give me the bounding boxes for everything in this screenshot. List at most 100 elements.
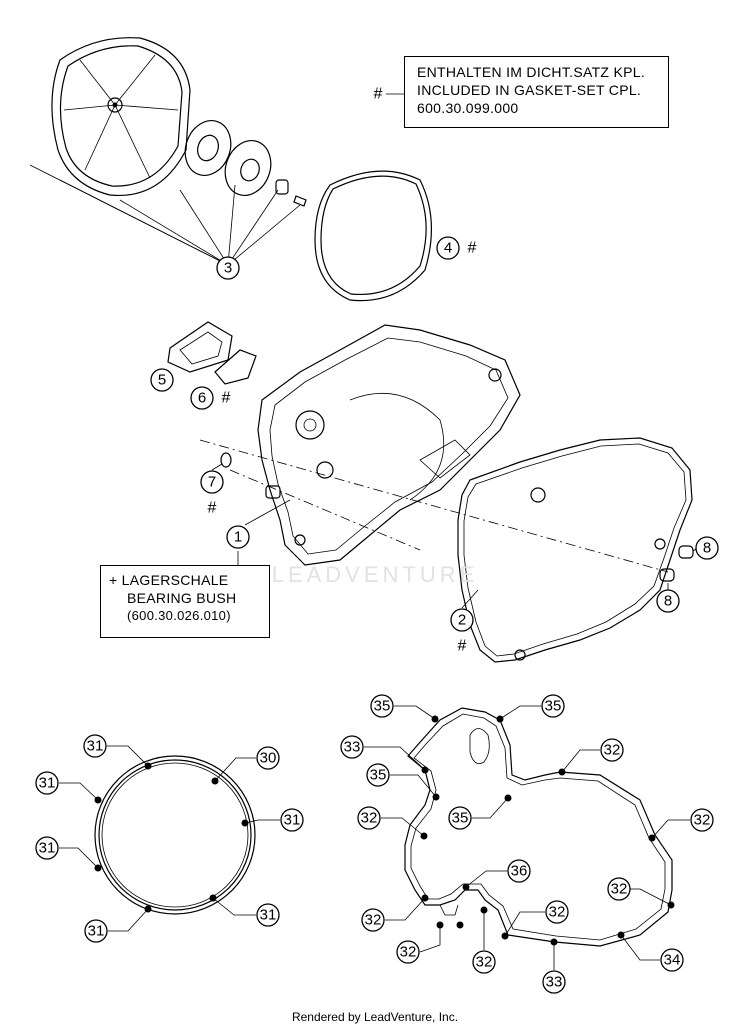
callout-3: 3 [216, 256, 240, 280]
ring-callout-1: 31 [83, 734, 107, 758]
svg-text:31: 31 [39, 775, 56, 792]
gasket-callout-15: 33 [542, 970, 566, 994]
svg-text:5: 5 [158, 372, 166, 389]
ring-callout-3: 31 [35, 771, 59, 795]
svg-text:35: 35 [370, 767, 387, 784]
svg-text:35: 35 [545, 698, 562, 715]
gasket-set-note: ENTHALTEN IM DICHT.SATZ KPL. INCLUDED IN… [404, 56, 669, 128]
svg-text:8: 8 [664, 593, 672, 610]
svg-text:31: 31 [260, 907, 277, 924]
bearing-bush-note: + LAGERSCHALE BEARING BUSH (600.30.026.0… [100, 565, 270, 638]
ring-callout-7: 31 [256, 903, 280, 927]
bush-note-line-2: BEARING BUSH [127, 590, 237, 606]
note-marker-hash: # [374, 86, 383, 103]
svg-text:2: 2 [458, 612, 466, 629]
svg-text:31: 31 [284, 812, 301, 829]
callout-4: 4 [436, 236, 460, 260]
svg-text:32: 32 [400, 944, 417, 961]
gasket-callout-12: 32 [607, 877, 631, 901]
callout-6: 6 [190, 386, 214, 410]
svg-text:3: 3 [224, 260, 232, 277]
large-gasket [404, 707, 675, 947]
inspection-cover [224, 140, 272, 196]
svg-text:31: 31 [88, 923, 105, 940]
water-pump-gasket [214, 349, 257, 385]
assembly-axis-2 [229, 469, 421, 551]
assembly-axis [199, 439, 669, 573]
water-pump-cover [167, 321, 233, 373]
hash-6: # [222, 390, 231, 407]
svg-text:31: 31 [87, 738, 104, 755]
gasket-callout-7: 32 [357, 806, 381, 830]
gasket-callout-14: 32 [472, 950, 496, 974]
cover-gasket [457, 437, 693, 663]
callout-8a: 8 [695, 536, 719, 560]
bush-note-line-3: (600.30.026.010) [127, 608, 231, 623]
gasket-callout-6: 35 [448, 806, 472, 830]
part1-leader [244, 499, 291, 526]
svg-text:32: 32 [611, 881, 628, 898]
ring-gasket [94, 755, 256, 915]
gasket-note-line-1: ENTHALTEN IM DICHT.SATZ KPL. [417, 64, 646, 80]
gasket-callout-5: 35 [366, 763, 390, 787]
gasket-callout-11: 32 [545, 900, 569, 924]
svg-text:34: 34 [664, 952, 681, 969]
hash-2: # [458, 638, 467, 655]
callout-5: 5 [150, 368, 174, 392]
ring-leaders [59, 745, 280, 932]
ring-callout-4: 31 [280, 808, 304, 832]
callout-8b: 8 [656, 589, 680, 613]
svg-text:33: 33 [344, 739, 361, 756]
dowel-pins [659, 545, 694, 582]
svg-text:6: 6 [198, 390, 206, 407]
outer-clutch-cover [51, 37, 191, 197]
hash-7: # [208, 500, 217, 517]
part7-leader [211, 463, 223, 471]
callout-7: 7 [200, 470, 224, 494]
gasket-callout-13: 32 [396, 940, 420, 964]
part2-leader [461, 589, 479, 609]
callout-1: 1 [226, 525, 250, 549]
gasket-callout-9: 36 [507, 859, 531, 883]
washer [220, 452, 232, 468]
gasket-callout-10: 32 [361, 908, 385, 932]
svg-text:32: 32 [365, 912, 382, 929]
svg-text:33: 33 [546, 974, 563, 991]
gasket-callout-1: 35 [370, 694, 394, 718]
watermark: LEADVENTURE [271, 562, 479, 587]
gasket-callout-3: 33 [340, 735, 364, 759]
bush-note-line-1: + LAGERSCHALE [109, 572, 229, 588]
svg-text:32: 32 [694, 812, 711, 829]
ring-callout-6: 31 [84, 919, 108, 943]
svg-text:4: 4 [444, 240, 452, 257]
hash-4: # [468, 240, 477, 257]
svg-text:1: 1 [234, 529, 242, 546]
svg-text:32: 32 [549, 904, 566, 921]
svg-text:8: 8 [703, 540, 711, 557]
cover-screw-parts [275, 179, 307, 207]
footer-credit: Rendered by LeadVenture, Inc. [291, 1010, 459, 1024]
inspection-cover-gasket [184, 120, 232, 176]
ignition-cover [257, 324, 521, 566]
svg-text:32: 32 [476, 954, 493, 971]
ring-callout-2: 30 [256, 746, 280, 770]
gasket-note-line-2: INCLUDED IN GASKET-SET CPL. [417, 82, 642, 98]
svg-text:32: 32 [604, 742, 621, 759]
gasket-note-line-3: 600.30.099.000 [417, 100, 519, 116]
svg-text:35: 35 [374, 698, 391, 715]
svg-text:32: 32 [361, 810, 378, 827]
gasket-callout-8: 32 [690, 808, 714, 832]
leader-lines-3 [29, 164, 301, 266]
svg-text:31: 31 [39, 840, 56, 857]
gasket-callout-2: 35 [541, 694, 565, 718]
o-ring [314, 170, 432, 302]
svg-text:30: 30 [260, 750, 277, 767]
gasket-callout-4: 32 [600, 738, 624, 762]
svg-text:35: 35 [452, 810, 469, 827]
callout-2: 2 [450, 608, 474, 632]
ring-callout-5: 31 [35, 836, 59, 860]
gasket-callout-16: 34 [660, 948, 684, 972]
svg-text:7: 7 [208, 474, 216, 491]
svg-text:36: 36 [511, 863, 528, 880]
